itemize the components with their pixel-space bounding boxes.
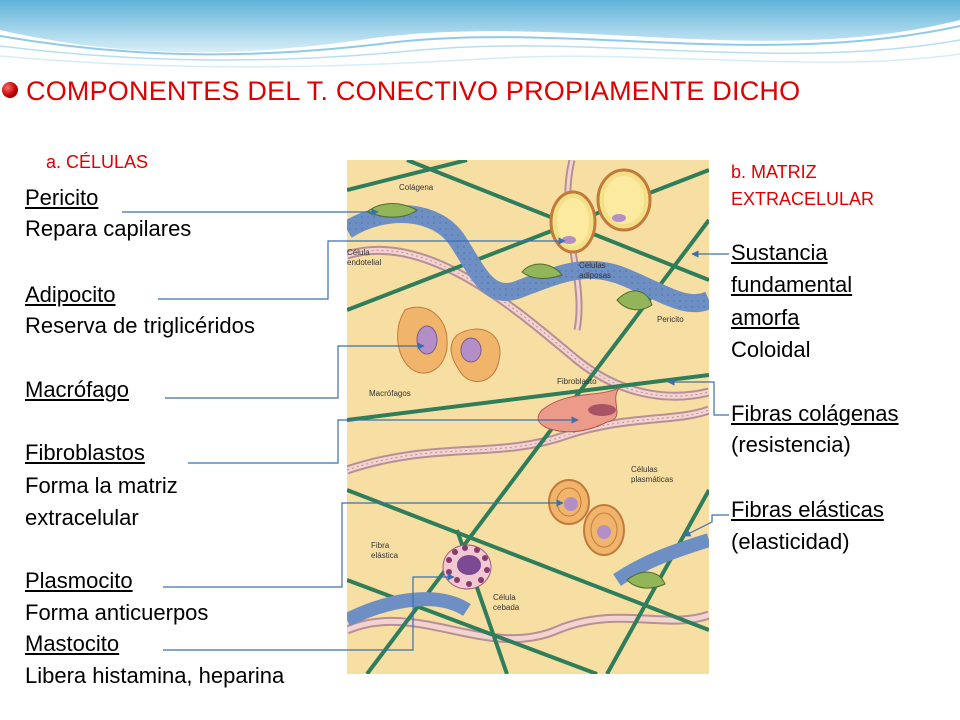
label-sustancia-2: fundamental [731,272,853,297]
label-sustancia-3: amorfa [731,305,800,330]
label-fibroblastos-desc-1: Forma la matriz [25,473,178,498]
adipocytes [549,168,652,254]
slide-title: COMPONENTES DEL T. CONECTIVO PROPIAMENTE… [26,76,801,106]
label-fibroblastos-desc-2: extracelular [25,505,139,530]
label-fibras-colagenas: Fibras colágenas [731,401,899,426]
label-sustancia-desc: Coloidal [731,337,811,362]
label-mastocito-desc: Libera histamina, heparina [25,663,285,688]
illus-label-colagena: Colágena [399,183,434,192]
mast-cell [442,544,492,590]
section-b-label-line1: b. MATRIZ [731,162,817,182]
label-fibras-elasticas-desc: (elasticidad) [731,529,850,554]
illus-label-celula-endotelial-2: endotelial [347,258,381,267]
illus-label-fibra-elastica-1: Fibra [371,541,390,550]
connective-tissue-illustration: Colágena Célula endotelial Células adipo… [347,160,709,674]
header-wave-decoration [0,0,960,68]
illus-label-celula-endotelial-1: Célula [347,248,370,257]
illus-label-celulas-plasmaticas-2: plasmáticas [631,475,673,484]
illus-label-pericito: Pericito [657,315,684,324]
label-macrofago: Macrófago [25,377,129,402]
label-plasmocito-desc: Forma anticuerpos [25,600,209,625]
label-pericito-desc: Repara capilares [25,216,192,241]
label-fibras-elasticas: Fibras elásticas [731,497,884,522]
label-fibras-colagenas-desc: (resistencia) [731,432,851,457]
illus-label-celulas-adiposas-1: Células [579,261,606,270]
label-plasmocito: Plasmocito [25,568,133,593]
label-adipocito-desc: Reserva de triglicéridos [25,313,255,338]
section-a-label: a. CÉLULAS [46,152,149,172]
label-sustancia-1: Sustancia [731,240,828,265]
label-adipocito: Adipocito [25,282,116,307]
illus-label-macrofagos: Macrófagos [369,389,411,398]
illus-label-celulas-adiposas-2: adiposas [579,271,611,280]
title-bullet-icon [2,82,18,98]
label-fibroblastos: Fibroblastos [25,440,145,465]
section-b-label-line2: EXTRACELULAR [731,189,875,209]
label-pericito: Pericito [25,185,99,210]
title-row: COMPONENTES DEL T. CONECTIVO PROPIAMENTE… [0,76,960,112]
illus-label-fibra-elastica-2: elástica [371,551,399,560]
illus-label-fibroblasto: Fibroblasto [557,377,597,386]
illus-label-celula-cebada-2: cebada [493,603,520,612]
label-mastocito: Mastocito [25,631,120,656]
illus-label-celulas-plasmaticas-1: Células [631,465,658,474]
illus-label-celula-cebada-1: Célula [493,593,516,602]
